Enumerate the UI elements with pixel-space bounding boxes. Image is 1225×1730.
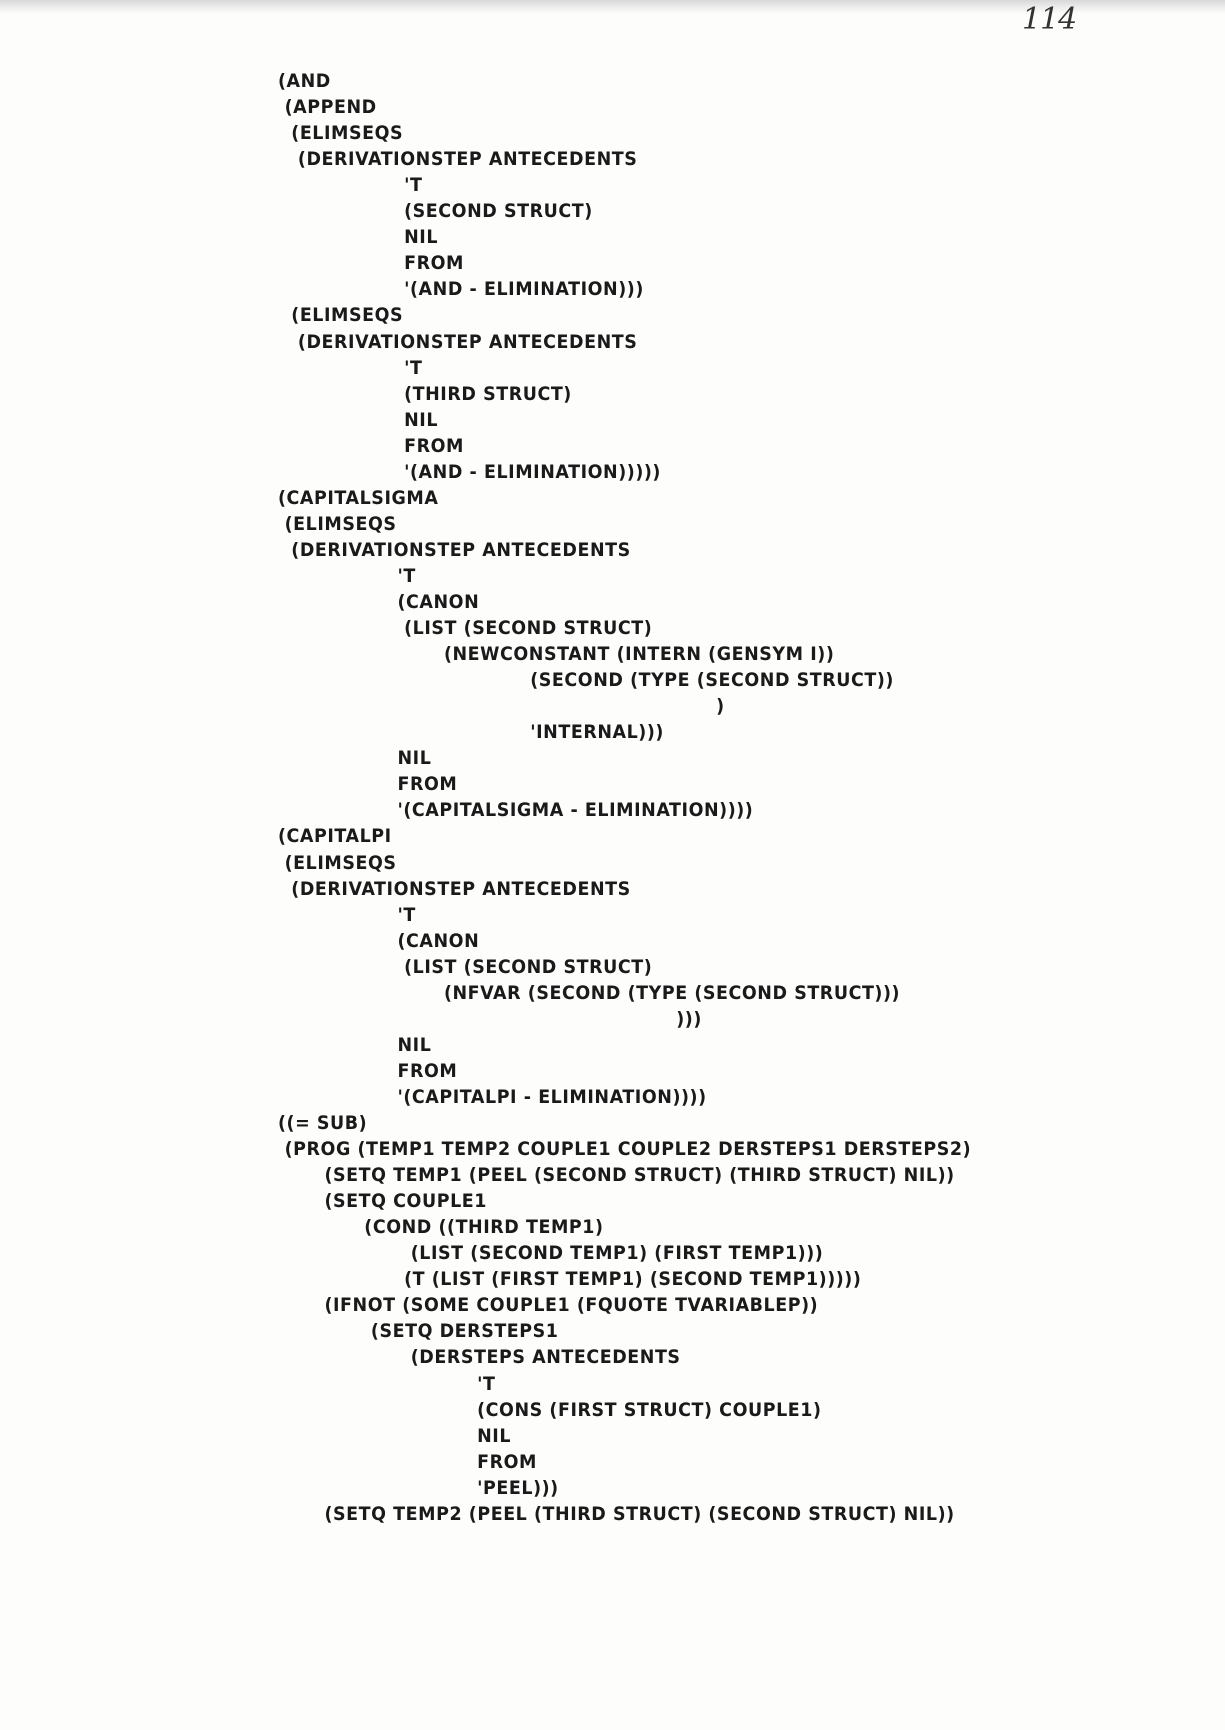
code-line: (SETQ DERSTEPS1 (278, 1320, 559, 1343)
code-line: 'T (278, 564, 416, 587)
code-line: (IFNOT (SOME COUPLE1 (FQUOTE TVARIABLEP)… (278, 1294, 819, 1317)
code-line: FROM (278, 1059, 458, 1082)
code-line: 'T (278, 174, 423, 197)
code-line: (NFVAR (SECOND (TYPE (SECOND STRUCT))) (278, 981, 901, 1004)
code-line: (DERIVATIONSTEP ANTECEDENTS (278, 538, 631, 561)
code-line: NIL (278, 747, 432, 770)
code-line: (CANON (278, 591, 480, 613)
code-line: (NEWCONSTANT (INTERN (GENSYM I)) (278, 643, 835, 666)
code-line: (PROG (TEMP1 TEMP2 COUPLE1 COUPLE2 DERST… (278, 1138, 972, 1161)
code-line: 'INTERNAL))) (278, 721, 664, 744)
code-line: (SETQ TEMP1 (PEEL (SECOND STRUCT) (THIRD… (278, 1164, 955, 1187)
code-line: FROM (278, 252, 464, 275)
code-line: '(CAPITALSIGMA - ELIMINATION)))) (278, 799, 754, 822)
code-line: (DERSTEPS ANTECEDENTS (278, 1346, 681, 1369)
code-line: (SETQ TEMP2 (PEEL (THIRD STRUCT) (SECOND… (278, 1502, 955, 1525)
code-line: NIL (278, 1424, 512, 1447)
code-line: (LIST (SECOND STRUCT) (278, 955, 653, 978)
code-line: (DERIVATIONSTEP ANTECEDENTS (278, 330, 638, 353)
code-line: NIL (278, 408, 439, 431)
code-line: (SECOND (TYPE (SECOND STRUCT)) (278, 669, 894, 692)
code-line: (DERIVATIONSTEP ANTECEDENTS (278, 877, 631, 900)
code-line: (THIRD STRUCT) (278, 382, 572, 405)
code-line: (T (LIST (FIRST TEMP1) (SECOND TEMP1))))… (278, 1268, 862, 1291)
code-line: 'T (278, 903, 416, 926)
code-line: ))) (278, 1007, 702, 1030)
code-line: FROM (278, 434, 464, 457)
code-line: NIL (278, 226, 439, 249)
code-line: FROM (278, 773, 458, 796)
code-line: '(AND - ELIMINATION))) (278, 278, 644, 301)
code-line: (LIST (SECOND STRUCT) (278, 617, 653, 640)
code-line: FROM (278, 1450, 537, 1473)
code-line: (SETQ COUPLE1 (278, 1190, 487, 1213)
code-line: 'T (278, 1372, 496, 1395)
code-line: ((= SUB) (278, 1112, 368, 1134)
scan-top-shading (0, 0, 1225, 14)
code-line: (ELIMSEQS (278, 304, 404, 327)
code-line: (ELIMSEQS (278, 122, 404, 145)
code-line: '(CAPITALPI - ELIMINATION)))) (278, 1085, 707, 1108)
code-line: (LIST (SECOND TEMP1) (FIRST TEMP1))) (278, 1242, 824, 1265)
code-line: 'T (278, 356, 423, 379)
code-line: (CANON (278, 929, 480, 952)
code-line: NIL (278, 1033, 432, 1056)
code-line: 'PEEL))) (278, 1476, 559, 1499)
code-line: (COND ((THIRD TEMP1) (278, 1216, 604, 1239)
code-line: (CAPITALPI (278, 825, 392, 848)
code-line: (AND (278, 70, 331, 92)
code-line: (CAPITALSIGMA (278, 486, 439, 509)
page-number: 114 (1022, 2, 1077, 37)
code-line: (ELIMSEQS (278, 512, 397, 535)
code-line: (ELIMSEQS (278, 851, 397, 874)
code-line: ) (278, 695, 725, 718)
code-line: (APPEND (278, 96, 377, 119)
code-line: (DERIVATIONSTEP ANTECEDENTS (278, 148, 638, 171)
code-line: (SECOND STRUCT) (278, 200, 593, 223)
code-line: (CONS (FIRST STRUCT) COUPLE1) (278, 1398, 822, 1421)
code-line: '(AND - ELIMINATION))))) (278, 460, 661, 483)
